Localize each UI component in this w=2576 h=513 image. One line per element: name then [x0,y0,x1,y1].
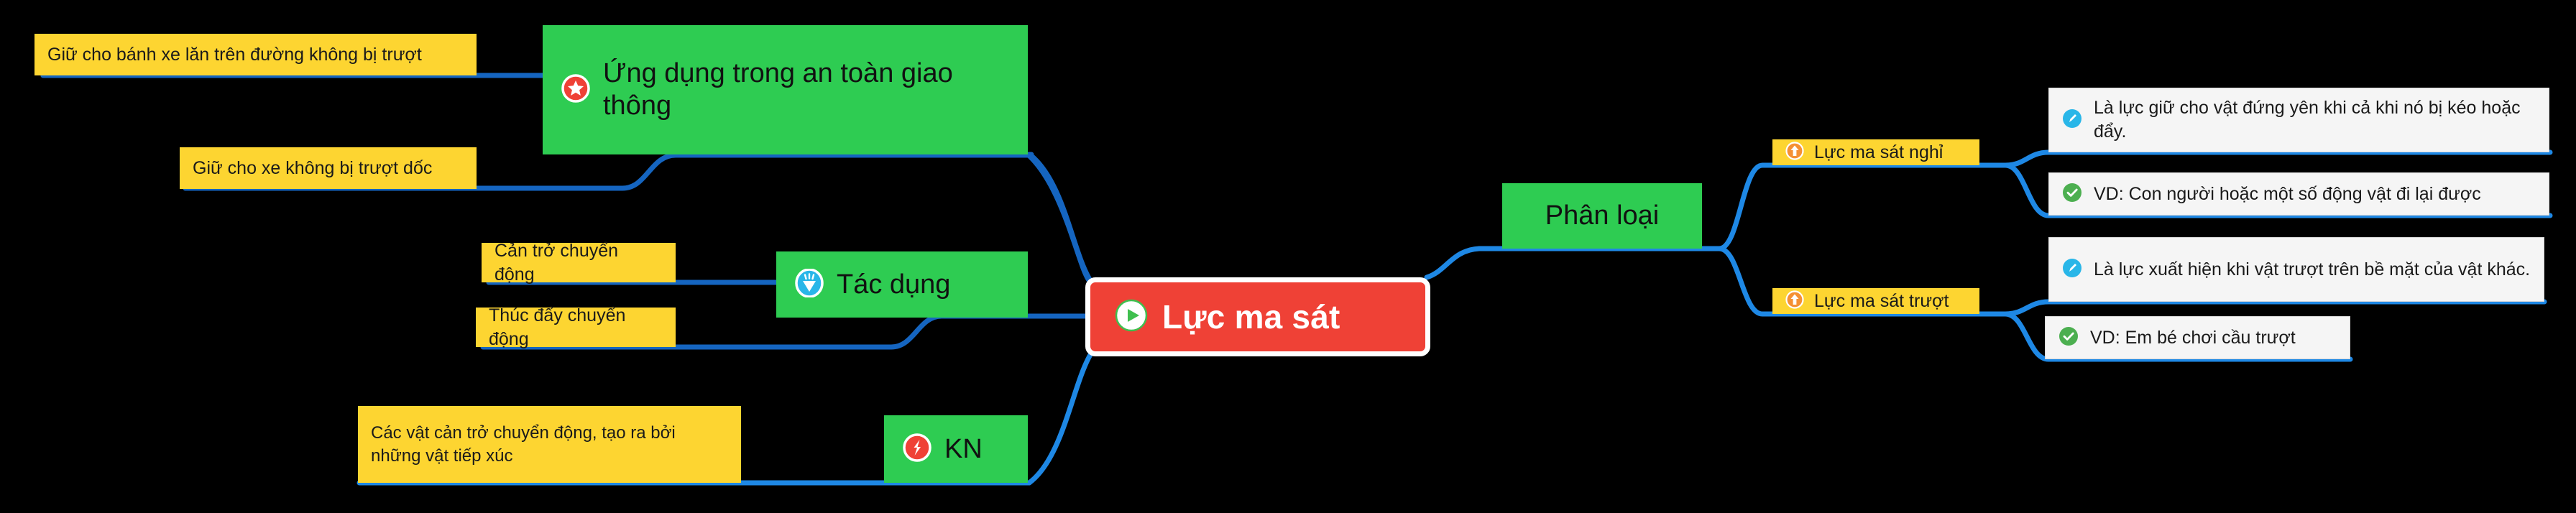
leaf-giu-cho-banh-xe[interactable]: Giữ cho bánh xe lăn trên đường không bị … [34,34,477,75]
branch-label-kn: KN [944,433,983,464]
connector-nghi-n1 [2002,149,2553,168]
pen-circle-icon [2062,108,2082,132]
note-label: VD: Em bé chơi cầu trượt [2090,327,2296,348]
leaf-thuc-day-chuyen-dong[interactable]: Thúc đẩy chuyển động [476,305,676,349]
pin-circle-icon [903,433,932,466]
branch-label-ung-dung: Ứng dụng trong an toàn giao thông [603,58,953,121]
note-ma-sat-truot-vi-du[interactable]: VD: Em bé chơi cầu trượt [2045,316,2350,359]
gem-circle-icon [795,267,824,301]
pen-circle-icon [2062,258,2082,282]
leaf-label: Giữ cho xe không bị trượt dốc [193,157,433,178]
root-label: Lực ma sát [1162,297,1340,336]
check-circle-icon [2062,182,2082,206]
connector-phanloai-nghi [1716,162,1775,251]
connector-root-phanloai [1424,246,1512,280]
connector-root-ungdung [1025,152,1092,283]
subnode-label: Lực ma sát nghỉ [1814,142,1944,162]
arrow-up-circle-icon [1785,290,1804,313]
subnode-luc-ma-sat-truot[interactable]: Lực ma sát trượt [1772,288,1979,314]
check-circle-icon [2058,326,2079,350]
branch-phan-loai[interactable]: Phân loại [1502,183,1702,249]
note-ma-sat-nghi-vi-du[interactable]: VD: Con người hoặc một số động vật đi lạ… [2048,172,2549,216]
root-node[interactable]: Lực ma sát [1085,277,1430,356]
leaf-label: Cản trở chuyển động [494,241,619,285]
branch-label-tac-dung: Tác dụng [837,269,951,300]
leaf-label: Các vật cản trở chuyển động, tạo ra bởi … [371,423,676,466]
branch-kn[interactable]: KN [884,415,1028,483]
branch-tac-dung[interactable]: Tác dụng [776,251,1028,318]
subnode-luc-ma-sat-nghi[interactable]: Lực ma sát nghỉ [1772,139,1979,165]
note-label: Là lực xuất hiện khi vật trượt trên bề m… [2094,259,2531,279]
subnode-label: Lực ma sát trượt [1814,290,1949,311]
connector-phanloai-truot [1716,246,1775,317]
leaf-cac-vat-can-tro[interactable]: Các vật cản trở chuyển động, tạo ra bởi … [358,406,741,483]
connector-truot-n1 [2002,299,2547,317]
leaf-label: Thúc đẩy chuyển động [489,305,626,349]
connector-root-kn [1026,351,1094,486]
leaf-can-tro-chuyen-dong[interactable]: Cản trở chuyển động [482,241,676,285]
note-ma-sat-truot-dinh-nghia[interactable]: Là lực xuất hiện khi vật trượt trên bề m… [2048,237,2544,302]
branch-ung-dung[interactable]: Ứng dụng trong an toàn giao thông [543,25,1028,154]
leaf-giu-cho-xe[interactable]: Giữ cho xe không bị trượt dốc [180,147,477,189]
leaf-label: Giữ cho bánh xe lăn trên đường không bị … [47,44,422,65]
star-circle-icon [561,73,590,106]
play-circle-icon [1115,299,1148,336]
note-label: Là lực giữ cho vật đứng yên khi cả khi n… [2094,98,2521,142]
note-label: VD: Con người hoặc một số động vật đi lạ… [2094,183,2481,204]
branch-label-phan-loai: Phân loại [1545,200,1660,231]
arrow-up-circle-icon [1785,141,1804,164]
note-ma-sat-nghi-dinh-nghia[interactable]: Là lực giữ cho vật đứng yên khi cả khi n… [2048,88,2549,152]
